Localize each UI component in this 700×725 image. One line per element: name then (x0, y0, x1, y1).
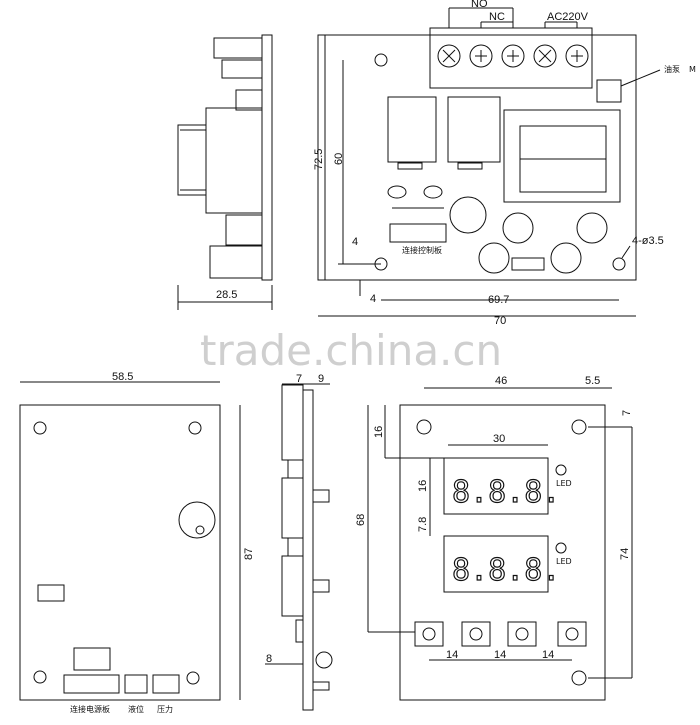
width-total-label: 70 (494, 315, 506, 327)
terminal-no-label: NO (471, 0, 488, 10)
watermark: trade.china.cn (200, 326, 502, 375)
terminal-screws (437, 44, 589, 68)
edge-offset-label: 4 (352, 236, 358, 248)
front-dim-labels: 46 5.5 7 16 30 16 7.8 68 74 14 14 14 (355, 375, 633, 661)
button-pitch-1: 14 (446, 649, 458, 661)
front-view (367, 387, 633, 701)
back-height-label: 87 (243, 548, 255, 560)
led-label-bottom: LED (556, 557, 572, 566)
front-edge-right-v: 7 (621, 410, 633, 416)
front-hole-spacing: 46 (495, 375, 507, 387)
motor-symbol: M (689, 65, 696, 74)
connector-pressure-label: 压力 (157, 704, 173, 714)
front-inner-height: 68 (355, 514, 367, 526)
button-pitch-3: 14 (542, 649, 554, 661)
display-top-digits: 8.8.8. (452, 475, 560, 510)
back-view (19, 381, 241, 701)
depth-label: 28.5 (216, 289, 237, 301)
side-dim-b: 9 (318, 373, 324, 385)
hole-spacing-label: 69.7 (488, 294, 509, 306)
side-view-bottom (265, 383, 333, 711)
front-top-offset: 16 (373, 426, 385, 438)
front-display-width: 30 (493, 433, 505, 445)
height-inner-label: 60 (333, 153, 345, 165)
led-label-top: LED (556, 479, 572, 488)
connector-power-label: 连接电源板 (70, 704, 110, 714)
front-edge-right: 5.5 (585, 375, 600, 387)
relay-board (317, 7, 661, 317)
side-dim-a: 7 (296, 373, 302, 385)
connector-label: 连接控制板 (402, 245, 442, 255)
bottom-offset-label: 4 (370, 293, 376, 305)
height-outer-label: 72.5 (313, 149, 325, 170)
side-dim-bottom: 8 (266, 653, 272, 665)
pump-label: 油泵 (664, 64, 680, 74)
terminal-nc-label: NC (489, 11, 505, 23)
button-pitch-2: 14 (494, 649, 506, 661)
connector-level-label: 液位 (128, 704, 144, 714)
front-display-gap: 7.8 (417, 517, 429, 532)
front-display-height: 16 (417, 480, 429, 492)
terminal-ac-label: AC220V (547, 11, 589, 23)
back-width-label: 58.5 (112, 371, 133, 383)
front-total-height: 74 (619, 548, 631, 560)
hole-note-label: 4-ø3.5 (632, 235, 664, 247)
display-bottom-digits: 8.8.8. (452, 553, 560, 588)
side-view-top (177, 34, 273, 310)
